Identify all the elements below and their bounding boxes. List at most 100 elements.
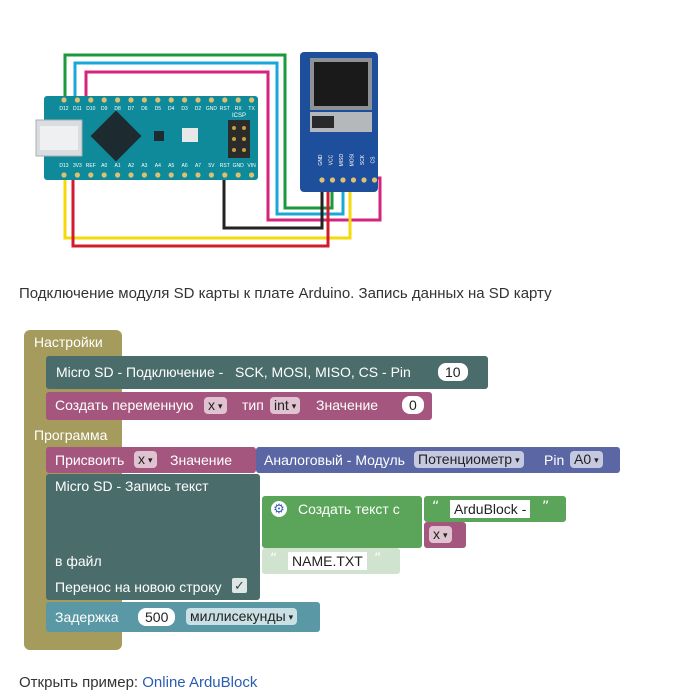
pin-hole — [168, 172, 174, 178]
pin-label: D8 — [114, 106, 121, 112]
pin-hole — [141, 172, 147, 178]
pin-hole — [329, 177, 336, 183]
text-value-input[interactable]: ArduBlock - — [450, 500, 531, 518]
pin-hole — [195, 172, 201, 178]
wire-yellow — [63, 178, 352, 240]
open-quote-icon: “ — [432, 499, 440, 515]
pin-label: RX — [235, 106, 243, 112]
pin-label: VCC — [329, 154, 335, 165]
program-label: Программа — [34, 427, 108, 443]
sd-connect-pin-input[interactable]: 10 — [438, 363, 468, 381]
value-label: Значение — [316, 397, 379, 413]
pin-label: A4 — [155, 163, 161, 169]
delay-value-input[interactable]: 500 — [138, 608, 176, 626]
pin-hole — [155, 172, 161, 178]
variable-type-dropdown[interactable]: int▾ — [270, 397, 301, 414]
pin-hole — [101, 172, 107, 178]
analog-module-dropdown[interactable]: Потенциометр▾ — [414, 451, 524, 468]
text-var-block[interactable]: x▾ — [424, 522, 466, 548]
pin-hole — [371, 177, 378, 183]
pin-label: REF — [86, 163, 96, 169]
pin-hole — [115, 97, 121, 103]
assign-variable-dropdown[interactable]: x▾ — [134, 451, 157, 468]
setup-label: Настройки — [34, 334, 103, 350]
pin-hole — [208, 97, 214, 103]
wire-red — [71, 178, 330, 248]
pin-hole — [182, 172, 188, 178]
pin-hole — [350, 177, 357, 183]
pin-hole — [61, 97, 67, 103]
pin-hole — [88, 172, 94, 178]
svg-text:ICSP: ICSP — [232, 113, 246, 119]
pin-label: A6 — [182, 163, 188, 169]
pin-label: A3 — [141, 163, 147, 169]
wire-magenta — [84, 70, 382, 222]
pin-label: SCK — [360, 154, 366, 165]
analog-pin-dropdown[interactable]: A0▾ — [570, 451, 603, 468]
pin-hole — [128, 172, 134, 178]
text-var-dropdown[interactable]: x▾ — [429, 526, 452, 543]
gear-icon[interactable]: ⚙ — [271, 501, 287, 517]
pin-hole — [235, 97, 241, 103]
diagram-caption: Подключение модуля SD карты к плате Ardu… — [19, 285, 552, 302]
open-quote-icon: “ — [270, 551, 278, 567]
assign-block[interactable]: Присвоить x▾ Значение — [46, 447, 256, 473]
pin-label: 5V — [208, 163, 215, 169]
pin-label: D2 — [195, 106, 202, 112]
delay-label: Задержка — [55, 609, 119, 625]
sd-connect-block[interactable]: Micro SD - Подключение - SCK, MOSI, MISO… — [46, 356, 488, 389]
text-item-block[interactable]: “ ArduBlock - ” — [424, 496, 566, 522]
pin-hole — [74, 97, 80, 103]
pin-label: GND — [318, 154, 324, 166]
pin-hole — [235, 172, 241, 178]
pin-label: D4 — [168, 106, 175, 112]
pin-hole — [222, 172, 228, 178]
pin-label: A0 — [101, 163, 107, 169]
create-variable-label: Создать переменную — [55, 397, 194, 413]
file-name-block[interactable]: “ NAME.TXT ” — [262, 548, 400, 574]
pin-label: A1 — [115, 163, 121, 169]
delay-block[interactable]: Задержка 500 миллисекунды▾ — [46, 602, 320, 632]
pin-hole — [319, 177, 325, 183]
pin-label: CS — [371, 156, 377, 164]
analog-pin-label: Pin — [544, 452, 565, 468]
delay-unit-dropdown[interactable]: миллисекунды▾ — [186, 608, 298, 625]
footer-prefix: Открыть пример: — [19, 674, 143, 691]
pin-hole — [141, 97, 147, 103]
pin-label: D5 — [155, 106, 162, 112]
pin-label: D9 — [101, 106, 108, 112]
sd-write-block[interactable]: Micro SD - Запись текст в файл Перенос н… — [46, 474, 260, 600]
online-ardublock-link[interactable]: Online ArduBlock — [142, 674, 258, 691]
create-text-block[interactable]: ⚙ Создать текст с — [262, 496, 422, 548]
create-variable-block[interactable]: Создать переменную x▾ тип int▾ Значение … — [46, 392, 432, 420]
close-quote-icon: ” — [374, 551, 382, 567]
variable-name-dropdown[interactable]: x▾ — [204, 397, 227, 414]
analog-module-block[interactable]: Аналоговый - Модуль Потенциометр▾ Pin A0… — [256, 447, 620, 473]
pin-label: GND — [206, 106, 218, 112]
wire-black — [222, 178, 324, 230]
pin-hole — [249, 172, 255, 178]
pin-label: A5 — [168, 163, 174, 169]
pin-hole — [195, 97, 201, 103]
pin-hole — [340, 177, 346, 183]
create-text-label: Создать текст с — [298, 501, 400, 517]
wire-green — [63, 53, 334, 210]
footer-line: Открыть пример: Online ArduBlock — [19, 674, 257, 691]
wire-blue — [73, 61, 345, 216]
pin-label: 3V3 — [73, 163, 82, 169]
pin-label: GND — [233, 163, 245, 169]
newline-checkbox[interactable]: ✓ — [232, 578, 247, 593]
file-label: в файл — [55, 553, 102, 569]
assign-value-label: Значение — [170, 452, 233, 468]
pin-label: D11 — [73, 106, 82, 112]
pin-hole — [101, 97, 107, 103]
assign-label: Присвоить — [55, 452, 125, 468]
pin-hole — [61, 172, 67, 178]
pin-label: D10 — [86, 106, 95, 112]
pin-label: D12 — [59, 106, 68, 112]
variable-value-input[interactable]: 0 — [402, 396, 424, 414]
pin-hole — [155, 97, 161, 103]
file-name-input[interactable]: NAME.TXT — [288, 552, 367, 570]
